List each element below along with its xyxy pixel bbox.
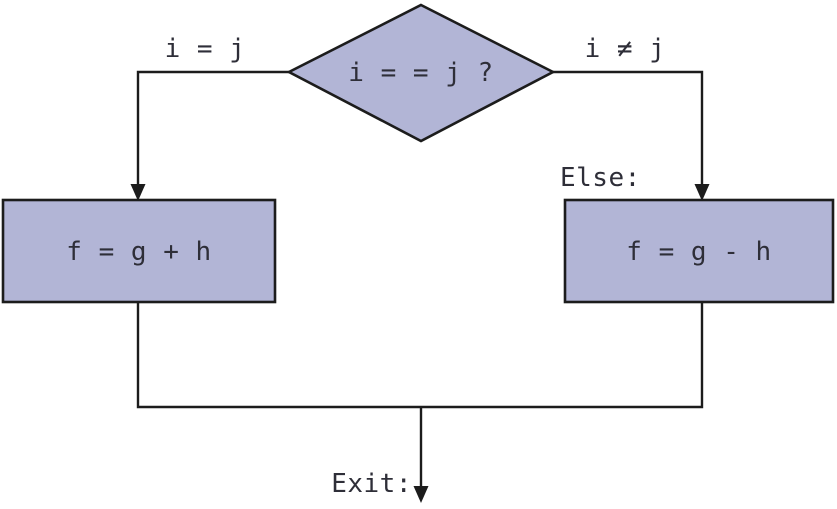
- decision-label: i = = j ?: [348, 58, 493, 88]
- branch-right-label: i ≠ j: [585, 34, 666, 64]
- else-label: Else:: [560, 163, 641, 193]
- branch-left-connector: [136, 70, 289, 191]
- merge-connector: [136, 302, 704, 409]
- arrowhead-exit-icon: [413, 486, 429, 503]
- process-box-left: [1, 198, 277, 304]
- process-box-right: [563, 198, 835, 304]
- arrowhead-right-icon: [694, 184, 710, 201]
- process-box-right-label: f = g - h: [626, 237, 771, 267]
- exit-label: Exit:: [331, 469, 412, 499]
- arrowhead-left-icon: [130, 184, 146, 201]
- decision-diamond: [286, 3, 556, 143]
- branch-left-label: i = j: [165, 34, 246, 64]
- branch-right-connector: [553, 70, 704, 191]
- process-box-left-label: f = g + h: [66, 237, 211, 267]
